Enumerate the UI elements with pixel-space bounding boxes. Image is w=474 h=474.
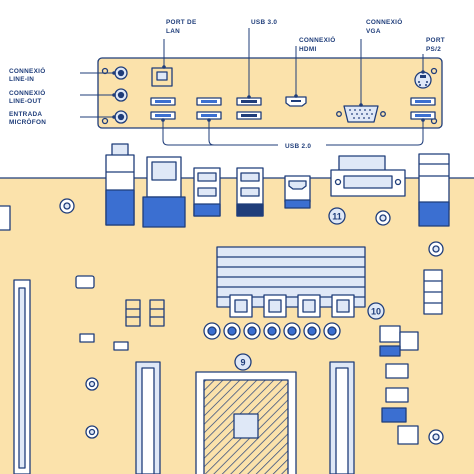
svg-text:9: 9: [240, 358, 245, 368]
io-back-panel: [97, 57, 443, 129]
callout-9: 9: [234, 353, 252, 371]
label-ps2-line1: PORT: [426, 37, 445, 44]
audio-jack-line-in: [114, 66, 128, 80]
svg-text:11: 11: [332, 212, 342, 222]
mounting-holes: [59, 198, 444, 445]
board-hdmi-block: [284, 175, 311, 209]
audio-jack-line-out: [114, 88, 128, 102]
label-mic-line2: MICRÒFON: [9, 117, 46, 126]
leader-lines: [80, 28, 424, 118]
label-hdmi-line1: CONNEXIÓ: [299, 35, 336, 44]
cpu-socket: [135, 361, 355, 474]
capacitors: [203, 322, 341, 340]
usb2-bracket: [162, 120, 424, 146]
vga-port: [336, 105, 386, 123]
label-line-out-line1: CONNEXIÓ: [9, 88, 46, 97]
board-usb-block-2: [236, 167, 264, 217]
svg-text:10: 10: [371, 307, 381, 317]
label-vga-line2: VGA: [366, 28, 381, 35]
ps2-port: [414, 71, 432, 89]
left-components: [75, 275, 165, 439]
label-usb3: USB 3.0: [251, 19, 277, 26]
hdmi-port: [285, 96, 307, 107]
audio-jack-mic: [114, 110, 128, 124]
callout-11: 11: [328, 207, 346, 225]
label-hdmi-line2: HDMI: [299, 46, 317, 53]
mosfets: [229, 294, 355, 318]
right-components: [379, 269, 443, 445]
board-vga-block: [330, 155, 406, 197]
board-usb-block-1: [193, 167, 221, 217]
label-ps2-line2: PS/2: [426, 46, 441, 53]
lan-port: [151, 67, 173, 87]
left-edge-connector: [0, 205, 31, 474]
board-audio-block: [105, 143, 135, 226]
label-mic-line1: ENTRADA: [9, 111, 42, 118]
label-line-in-line2: LINE-IN: [9, 76, 34, 83]
label-line-out-line2: LINE-OUT: [9, 98, 42, 105]
board-lan-block: [142, 156, 186, 228]
label-line-in-line1: CONNEXIÓ: [9, 66, 46, 75]
label-lan-line2: LAN: [166, 28, 180, 35]
label-vga-line1: CONNEXIÓ: [366, 17, 403, 26]
label-lan-line1: PORT DE: [166, 19, 197, 26]
label-usb2: USB 2.0: [285, 143, 311, 150]
board-ps2-block: [418, 153, 450, 227]
callout-10: 10: [367, 302, 385, 320]
